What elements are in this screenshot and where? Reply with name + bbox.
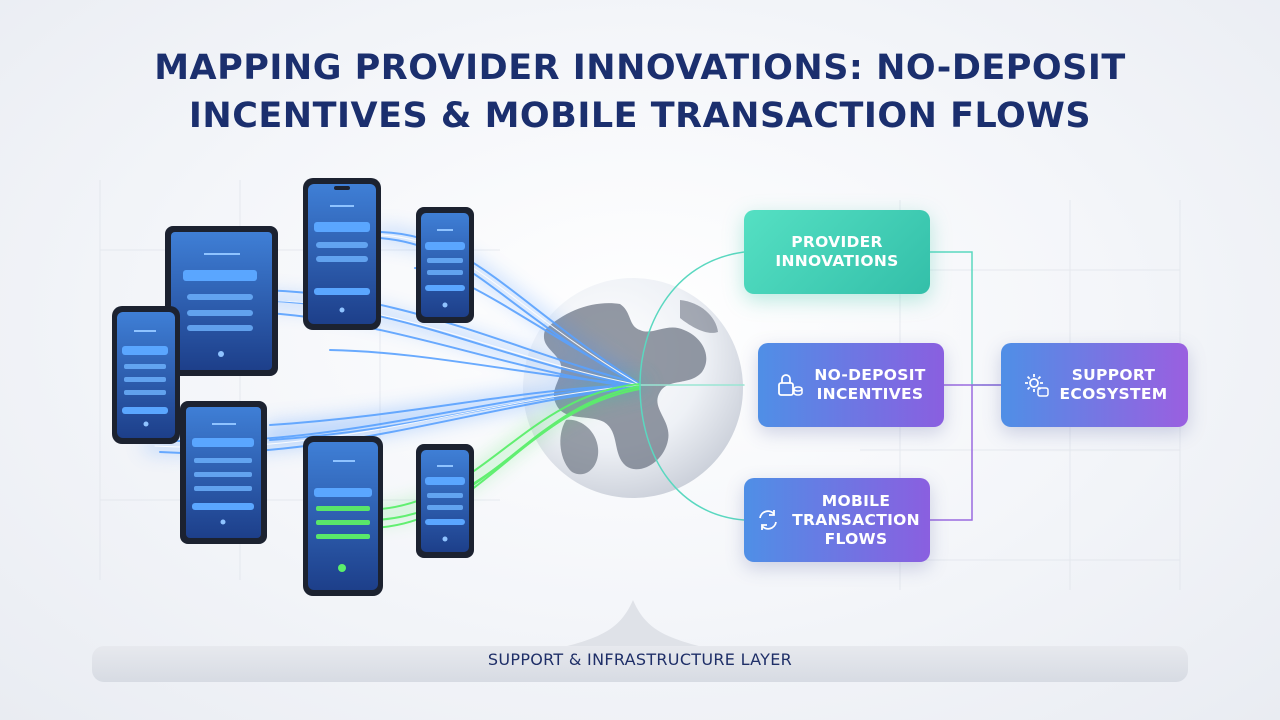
support-infrastructure-layer-label: SUPPORT & INFRASTRUCTURE LAYER: [487, 650, 793, 669]
device-phone-3: [416, 207, 474, 323]
node-provider-innovations-label: PROVIDER INNOVATIONS: [775, 233, 899, 270]
device-phone-4: [303, 436, 383, 596]
lock-coins-icon: [778, 374, 804, 396]
node-mobile-transaction-flows-label: MOBILE TRANSACTION FLOWS: [792, 491, 920, 548]
node-support-ecosystem: SUPPORT ECOSYSTEM: [1001, 343, 1188, 427]
node-connectors: [639, 251, 1001, 521]
diagram-title: MAPPING PROVIDER INNOVATIONS: NO-DEPOSIT…: [0, 44, 1280, 140]
node-no-deposit-incentives-label: NO-DEPOSIT INCENTIVES: [814, 366, 926, 403]
node-provider-innovations: PROVIDER INNOVATIONS: [744, 210, 930, 294]
gear-chat-icon: [1024, 374, 1049, 397]
device-phone-1: [112, 306, 180, 444]
device-phone-2: [303, 178, 381, 330]
title-line-1: MAPPING PROVIDER INNOVATIONS: NO-DEPOSIT: [154, 48, 1126, 88]
node-mobile-transaction-flows: MOBILE TRANSACTION FLOWS: [744, 478, 930, 562]
device-tablet-2: [180, 401, 267, 544]
base-pointer: [540, 600, 726, 652]
sync-arrows-icon: [759, 510, 777, 530]
device-phone-5: [416, 444, 474, 558]
title-line-2: INCENTIVES & MOBILE TRANSACTION FLOWS: [188, 96, 1092, 136]
node-no-deposit-incentives: NO-DEPOSIT INCENTIVES: [758, 343, 944, 427]
node-support-ecosystem-label: SUPPORT ECOSYSTEM: [1059, 366, 1168, 403]
device-tablet-1: [165, 226, 278, 376]
support-infrastructure-layer: [92, 646, 1188, 682]
